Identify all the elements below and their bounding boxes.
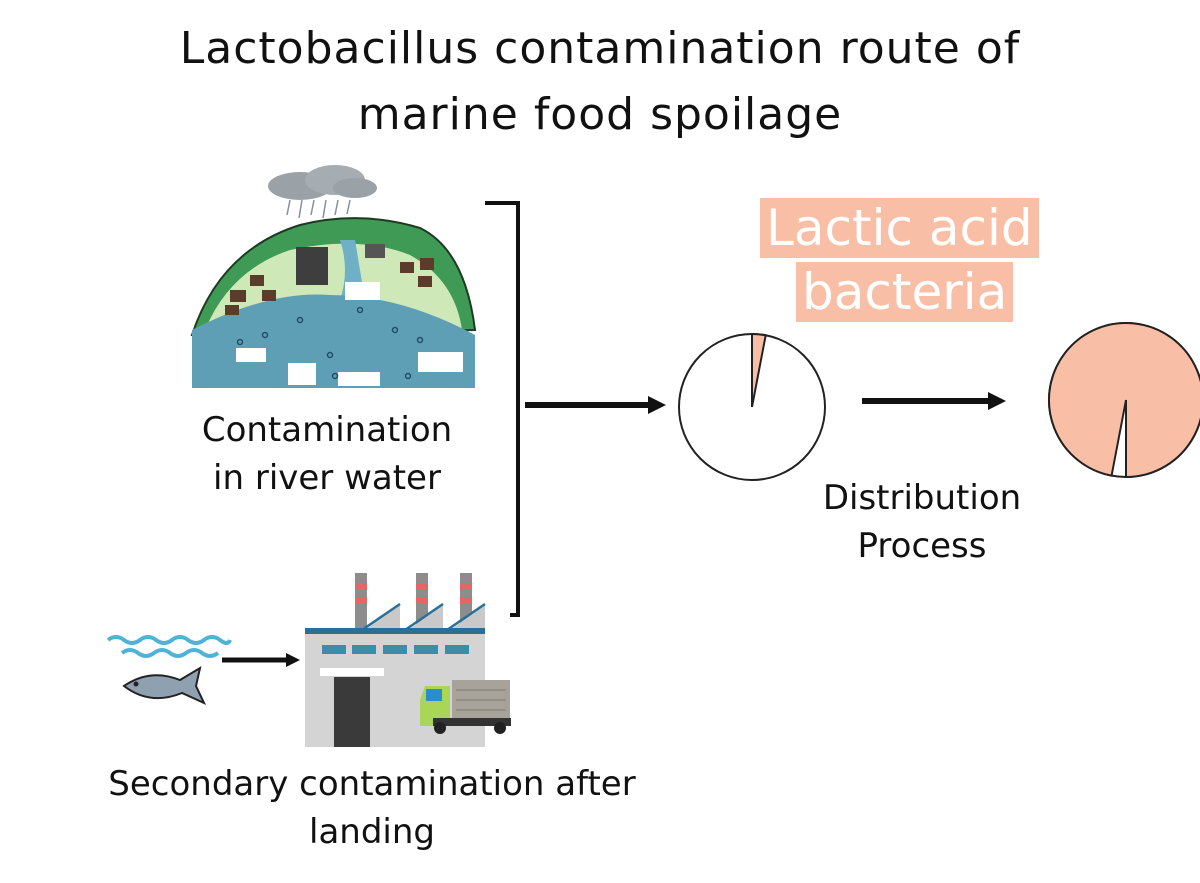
distribution-label-line-2: Process	[857, 526, 987, 566]
river-landscape-icon	[190, 217, 477, 388]
rain-cloud-icon	[268, 165, 377, 219]
pie-slice-lactic-acid-bacteria	[1048, 322, 1200, 479]
title-line-2: marine food spoilage	[357, 89, 843, 140]
truck-icon	[420, 680, 511, 734]
river-label-line-2: in river water	[213, 458, 441, 498]
distribution-process-label: Distribution Process	[722, 474, 1122, 570]
distribution-label-line-1: Distribution	[822, 478, 1022, 518]
arrow-to-factory	[222, 653, 300, 667]
title-line-1: Lactobacillus contamination route of	[179, 23, 1021, 74]
pie-before-distribution	[678, 332, 826, 481]
pie-slice-lactic-acid-bacteria	[751, 332, 767, 408]
fish-icon	[122, 665, 207, 706]
title: Lactobacillus contamination route of mar…	[0, 16, 1200, 148]
waves-icon	[106, 635, 232, 658]
bacteria-label-line-2: bacteria	[796, 262, 1014, 322]
pie-after-distribution	[1048, 322, 1200, 479]
arrow-to-pie-1	[525, 396, 666, 414]
bacteria-label-line-1: Lactic acid	[760, 198, 1039, 258]
secondary-label-line-2: landing	[309, 812, 435, 852]
secondary-label-line-1: Secondary contamination after	[108, 764, 636, 804]
arrow-to-pie-2	[862, 392, 1006, 410]
river-label-line-1: Contamination	[201, 410, 453, 450]
merge-bracket	[485, 201, 520, 617]
secondary-contamination-label: Secondary contamination after landing	[22, 760, 722, 856]
river-contamination-label: Contamination in river water	[127, 406, 527, 502]
